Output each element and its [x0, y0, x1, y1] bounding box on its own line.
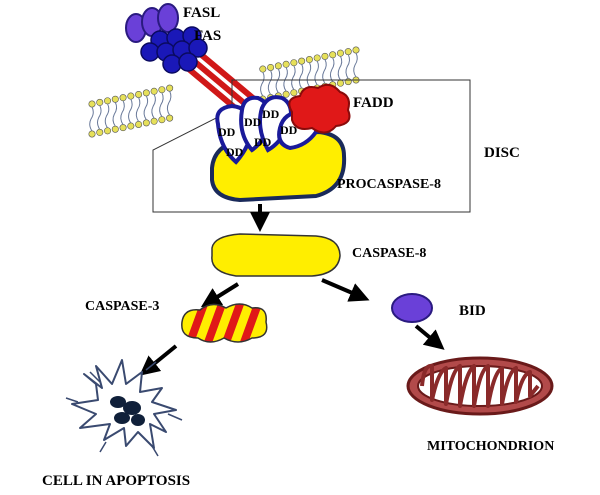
lipid-tail: [291, 65, 296, 90]
lipid-head: [166, 114, 174, 122]
lipid-tail: [104, 103, 110, 129]
lipid-tail: [128, 98, 133, 124]
lipid-head: [298, 57, 306, 65]
lipid-tail: [267, 70, 273, 95]
lipid-head: [336, 49, 344, 57]
lipid-head: [352, 46, 360, 54]
lipid-tail: [159, 92, 164, 117]
svg-text:DD: DD: [280, 123, 298, 137]
lipid-head: [96, 128, 104, 136]
lipid-head: [142, 89, 150, 97]
lipid-head: [119, 124, 127, 132]
lipid-head: [127, 92, 135, 100]
nucleus-fragment: [110, 396, 126, 408]
svg-text:DD: DD: [226, 145, 244, 159]
caspase-3-shape: [181, 303, 268, 343]
lipid-tail: [260, 71, 265, 97]
mitochondrion-label: MITOCHONDRION: [427, 439, 555, 454]
lipid-head: [344, 78, 352, 86]
lipid-tail: [314, 60, 319, 86]
lipid-head: [290, 59, 298, 67]
lipid-head: [104, 127, 112, 135]
lipid-head: [150, 87, 158, 95]
lipid-head: [336, 79, 344, 87]
lipid-tail: [298, 63, 304, 89]
bid-shape: [391, 293, 433, 323]
caspase-8-shape: [211, 233, 341, 277]
lipid-head: [305, 56, 313, 64]
lipid-head: [88, 100, 96, 108]
lipid-tail: [345, 54, 351, 79]
lipid-tail: [353, 52, 358, 78]
arrow-caspase8-to-caspase3: [200, 282, 240, 308]
lipid-head: [344, 48, 352, 56]
lipid-head: [329, 51, 337, 59]
lipid-tail: [166, 90, 172, 116]
lipid-tail: [143, 95, 149, 121]
lipid-tail: [89, 106, 94, 132]
svg-text:DD: DD: [218, 125, 236, 139]
fasl-label: FASL: [183, 5, 221, 21]
lipid-tail: [283, 67, 288, 92]
mitochondrion-shape: [406, 356, 554, 416]
lipid-head: [166, 84, 174, 92]
nucleus-fragment: [114, 412, 130, 424]
lipid-head: [127, 122, 135, 130]
svg-text:DD: DD: [244, 115, 262, 129]
lipid-tail: [151, 94, 156, 119]
lipid-head: [135, 90, 143, 98]
lipid-head: [282, 90, 290, 98]
lipid-head: [158, 86, 166, 94]
lipid-head: [111, 125, 119, 133]
nucleus-fragment: [131, 414, 145, 426]
lipid-head: [290, 89, 298, 97]
death-domains: [215, 95, 319, 165]
fas-receptor: [140, 26, 208, 74]
lipid-tail: [120, 100, 125, 125]
fasl-ligand: [125, 3, 179, 43]
lipid-head: [142, 119, 150, 127]
lipid-tail: [112, 102, 118, 127]
lipid-tail: [329, 57, 335, 83]
bid-label: BID: [459, 303, 486, 319]
lipid-head: [282, 60, 290, 68]
procaspase-8-label: PROCASPASE-8: [337, 177, 441, 192]
lipid-head: [158, 116, 166, 124]
lipid-head: [274, 62, 282, 70]
lipid-head: [321, 52, 329, 60]
lipid-head: [104, 97, 112, 105]
lipid-tail: [306, 62, 312, 87]
lipid-head: [259, 65, 267, 73]
caspase-3-label: CASPASE-3: [85, 299, 160, 314]
arrow-bid-to-mitochondrion: [414, 324, 445, 350]
lipid-head: [267, 63, 275, 71]
lipid-head: [135, 120, 143, 128]
fadd-label: FADD: [353, 95, 394, 111]
dd-labels: DD DD DD DD DD DD: [218, 107, 298, 159]
fadd-shape: [288, 83, 351, 134]
fas-label: FAS: [194, 28, 222, 44]
apoptotic-cell: [65, 359, 183, 457]
lipid-head: [119, 94, 127, 102]
lipid-head: [88, 130, 96, 138]
svg-text:DD: DD: [254, 135, 272, 149]
arrow-caspase8-to-bid: [321, 278, 370, 302]
lipid-head: [111, 95, 119, 103]
lipid-tail: [96, 105, 102, 130]
lipid-head: [313, 54, 321, 62]
disc-box: [152, 79, 471, 213]
lipid-tail: [135, 97, 141, 122]
caspase-8-label: CASPASE-8: [352, 246, 427, 261]
lipid-head: [96, 98, 104, 106]
cell-in-apoptosis-label: CELL IN APOPTOSIS: [42, 473, 191, 489]
disc-label: DISC: [484, 145, 520, 161]
lipid-tail: [337, 55, 343, 81]
svg-text:DD: DD: [262, 107, 280, 121]
lipid-head: [150, 117, 158, 125]
lipid-tail: [275, 68, 281, 94]
nucleus-fragment: [123, 401, 141, 415]
